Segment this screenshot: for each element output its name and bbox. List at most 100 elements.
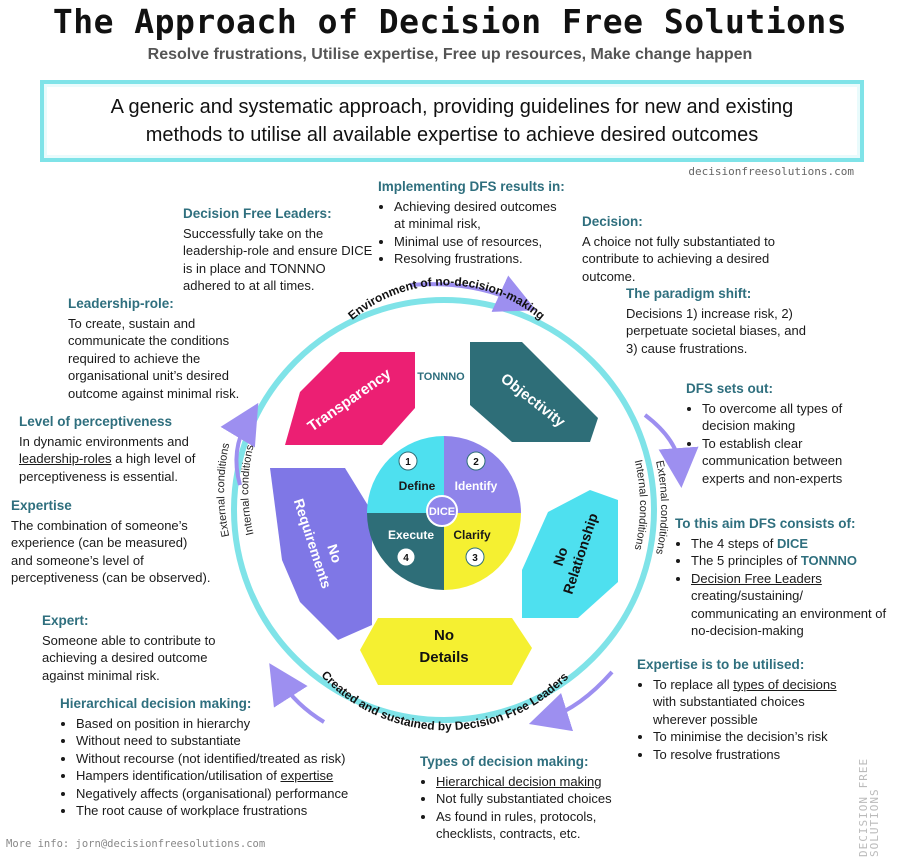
list-item: To replace all types of decisions with s… [653,676,847,729]
dice-step-1-label: Define [399,479,436,493]
label-details: Details [419,649,468,666]
label-requirements-no: No [324,542,345,565]
dice-step-1-number: 1 [405,457,411,468]
expertise-link[interactable]: expertise [280,768,334,783]
list-item: Resolving frustrations. [394,250,568,268]
list-item: The root cause of workplace frustrations [76,802,380,820]
dice-step-4-label: Execute [388,528,434,542]
segment-details [360,618,532,685]
dice-step-4-number: 4 [403,553,409,564]
types-title: Types of decision making [420,754,585,769]
block-perceptiveness: Level of perceptiveness In dynamic envir… [19,413,219,485]
expertise-title: Expertise [11,498,72,513]
environment-ring [231,297,657,723]
block-decision: Decision: A choice not fully substantiat… [582,213,782,285]
block-expert: Expert: Someone able to contribute to ac… [42,612,242,684]
decision-title: Decision: [582,214,643,229]
dice-identify [444,436,521,513]
summary-banner: A generic and systematic approach, provi… [40,80,864,162]
list-item: Hierarchical decision making [436,773,635,791]
decision-body: A choice not fully substantiated to cont… [582,233,775,284]
hierarchical-title: Hierarchical decision making: [60,696,252,711]
external-conditions-left: External conditions [215,441,232,538]
side-logo: DECISION FREE SOLUTIONS [857,757,881,857]
consists-title: To this aim DFS consists of: [675,516,856,531]
flow-arrow-left [220,402,259,486]
dice-step-2-number: 2 [473,457,479,468]
list-item: To establish clear communication between… [702,435,871,488]
implementing-title: Implementing DFS results in [378,179,561,194]
expert-title: Expert: [42,613,89,628]
page-title: The Approach of Decision Free Solutions [52,2,848,41]
dice-step-3-number: 3 [472,553,478,564]
flow-arrow-right [643,413,699,488]
list-item: Based on position in hierarchy [76,715,380,733]
flow-arrow-bottom-right [528,670,614,732]
flow-arrow-bottom-left [269,663,326,724]
segment-relationship [522,490,618,618]
leadership-role-title: Leadership-role [68,296,170,311]
label-tonnno: TONNNO [417,371,465,383]
block-expertise: Expertise The combination of someone’s e… [11,497,211,587]
list-item: Decision Free Leaders creating/sustainin… [691,570,890,640]
list-item: Negatively affects (organisational) perf… [76,785,380,803]
segment-objectivity [470,342,598,442]
leadership-roles-link[interactable]: leadership-roles [19,451,112,466]
dice-highlight: DICE [777,535,809,551]
list-item: Without need to substantiate [76,732,380,750]
leadership-role-body: To create, sustain and communicate the c… [68,315,240,401]
list-item: Without recourse (not identified/treated… [76,750,380,768]
list-item: Hampers identification/utilisation of ex… [76,767,380,785]
decision-free-leaders-link[interactable]: Decision Free Leaders [691,570,822,586]
block-decision-free-leaders: Decision Free Leaders: Successfully take… [183,205,373,295]
external-conditions-right: External conditions [653,459,670,556]
dice-define [367,436,444,513]
block-types-of-decision-making: Types of decision making: Hierarchical d… [420,753,635,843]
block-hierarchical: Hierarchical decision making: Based on p… [60,695,380,820]
expert-body: Someone able to contribute to achieving … [42,632,216,683]
segment-transparency [285,352,415,445]
flow-arrow-top [409,275,537,312]
paradigm-title: The paradigm shift: [626,286,752,301]
label-relationship-no: No [550,545,571,568]
dice-center-label: DICE [429,506,455,518]
block-implementing: Implementing DFS results in: Achieving d… [378,178,568,268]
types-of-decisions-link[interactable]: types of decisions [733,676,837,692]
internal-conditions-right: Internal conditions [632,459,649,552]
dice-step-2-label: Identify [455,479,498,493]
list-item: Not fully substantiated choices [436,790,635,808]
list-item: To minimise the decision’s risk [653,728,847,746]
block-paradigm-shift: The paradigm shift: Decisions 1) increas… [626,285,806,357]
tonnno-highlight: TONNNO [800,553,857,568]
internal-conditions-left: Internal conditions [239,443,256,536]
leaders-title: Decision Free Leaders: [183,206,332,221]
banner-line-1: A generic and systematic approach, provi… [110,96,794,118]
block-dfs-consists: To this aim DFS consists of: The 4 steps… [675,515,890,640]
utilised-title: Expertise is to be utilised [637,657,800,672]
dice-center [426,495,458,527]
list-item: Minimal use of resources, [394,233,568,251]
leaders-body: Successfully take on the leadership-role… [183,225,373,294]
list-item: Achieving desired outcomes at minimal ri… [394,198,568,233]
expertise-body: The combination of someone’s experience … [11,517,211,586]
contact-info[interactable]: More info: jorn@decisionfreesolutions.co… [6,838,266,850]
banner-line-2: methods to utilise all available experti… [145,124,759,146]
dice-step-3-label: Clarify [453,528,491,542]
list-item: To overcome all types of decision making [702,400,871,435]
page-subtitle: Resolve frustrations, Utilise expertise,… [147,46,753,63]
sets-out-title: DFS sets out: [686,381,774,396]
paradigm-body: Decisions 1) increase risk, 2) perpetuat… [626,305,806,356]
list-item: The 5 principles of TONNNO [691,552,890,570]
hierarchical-decision-making-link[interactable]: Hierarchical decision making [436,773,602,789]
label-details-no: No [434,627,454,644]
list-item: As found in rules, protocols, checklists… [436,808,635,843]
perceptiveness-title: Level of perceptiveness [19,414,173,429]
list-item: To resolve frustrations [653,746,847,764]
block-leadership-role: Leadership-role: To create, sustain and … [68,295,263,402]
website-link[interactable]: decisionfreesolutions.com [688,165,854,178]
block-dfs-sets-out: DFS sets out: To overcome all types of d… [686,380,871,487]
list-item: The 4 steps of DICE [691,535,890,553]
block-expertise-utilised: Expertise is to be utilised: To replace … [637,656,847,763]
segment-requirements [270,468,372,640]
